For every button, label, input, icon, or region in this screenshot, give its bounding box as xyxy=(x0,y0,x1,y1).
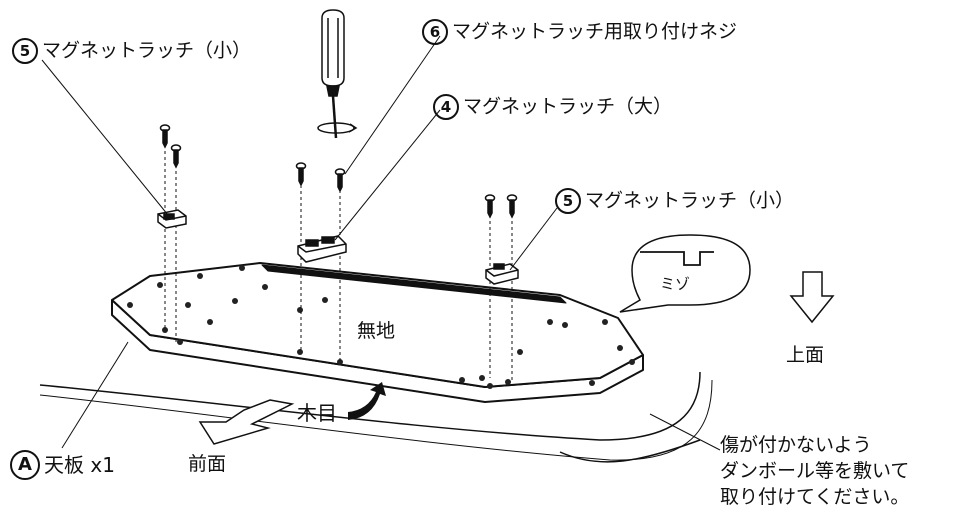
leader-lines xyxy=(41,35,558,449)
note-line: ダンボール等を敷いて xyxy=(720,460,910,482)
callout-text: マグネットラッチ（大） xyxy=(463,95,673,118)
magnet-latch-large xyxy=(297,235,347,263)
groove-label: ミゾ xyxy=(660,275,691,293)
callout-text: マグネットラッチ用取り付けネジ xyxy=(452,20,738,43)
note-line: 傷が付かないよう xyxy=(720,434,872,456)
magnet-latch-small-left xyxy=(157,209,187,229)
screwdriver xyxy=(317,9,358,139)
groove-detail-bubble xyxy=(619,234,751,313)
part-text: 天板 x1 xyxy=(44,453,115,477)
magnet-latch-small-right xyxy=(485,263,519,285)
front-label: 前面 xyxy=(188,453,227,475)
note-text: 傷が付かないよう ダンボール等を敷いて 取り付けてください。 xyxy=(720,432,909,510)
callout-number: 5 xyxy=(12,38,38,64)
part-letter: A xyxy=(10,450,40,480)
top-direction-arrow xyxy=(789,271,835,324)
wood-grain-arrow xyxy=(348,382,386,420)
callout-text: マグネットラッチ（小） xyxy=(585,189,795,212)
tabletop-board xyxy=(111,262,644,403)
note-line: 取り付けてください。 xyxy=(720,486,910,508)
plain-side-label: 無地 xyxy=(357,320,396,342)
callout-number: 4 xyxy=(433,94,459,120)
board-holes xyxy=(127,265,635,389)
callout-number: 6 xyxy=(422,19,448,45)
screws xyxy=(159,124,518,219)
front-direction-arrow xyxy=(198,399,295,445)
callout-number: 5 xyxy=(555,188,581,214)
top-label: 上面 xyxy=(786,344,825,366)
wood-grain-label: 木目 xyxy=(297,401,337,425)
callout-text: マグネットラッチ（小） xyxy=(42,39,252,62)
guide-lines xyxy=(164,145,513,382)
cardboard-sheet xyxy=(39,371,721,463)
